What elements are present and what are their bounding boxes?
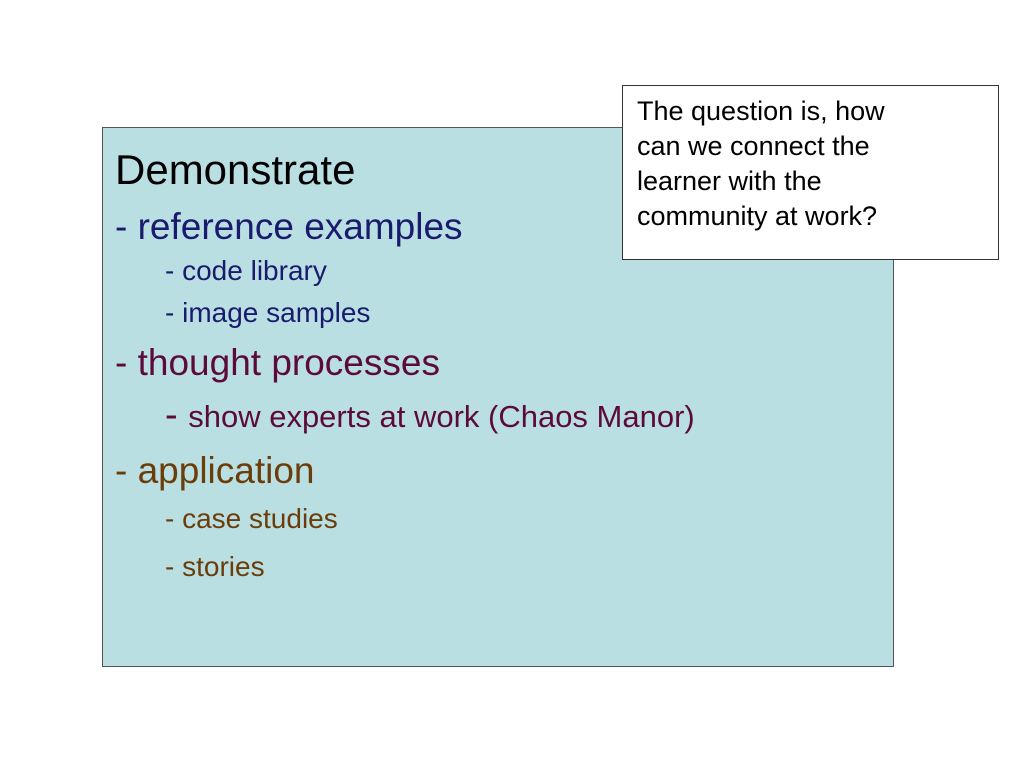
section-reference-examples: - reference examples [115,206,463,247]
section-thought-processes: - thought processes [115,342,440,383]
slide-title: Demonstrate [115,146,356,193]
item-stories: - stories [165,551,265,582]
callout-line: The question is, how [637,96,885,126]
callout-line: can we connect the [637,131,870,161]
callout-line: learner with the [637,166,822,196]
item-show-experts-dash: - [165,394,189,436]
callout-box: The question is, how can we connect the … [622,85,999,260]
section-application: - application [115,450,315,491]
callout-line: community at work? [637,201,878,231]
item-code-library: - code library [165,255,327,286]
item-image-samples: - image samples [165,297,371,328]
item-show-experts: - show experts at work (Chaos Manor) [165,396,695,434]
item-case-studies: - case studies [165,503,338,534]
item-show-experts-text: show experts at work (Chaos Manor) [188,399,695,434]
